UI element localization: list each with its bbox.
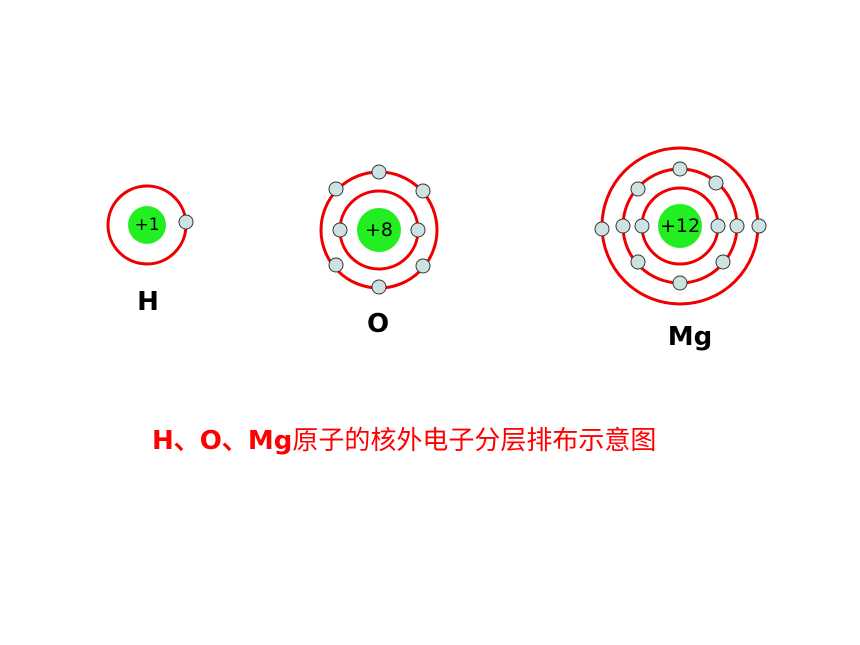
- electron: [410, 222, 426, 238]
- electron: [615, 218, 631, 234]
- atom-label-mg: Mg: [667, 322, 713, 352]
- electron: [672, 275, 688, 291]
- electron: [178, 214, 194, 230]
- electron: [710, 218, 726, 234]
- electron: [371, 164, 387, 180]
- nucleus-mg: [658, 204, 702, 248]
- diagram-caption: H、O、Mg原子的核外电子分层排布示意图: [152, 420, 656, 457]
- nuclear-charge-mg: +12: [660, 215, 700, 237]
- electron: [634, 218, 650, 234]
- atom-label-o: O: [366, 309, 390, 339]
- nuclear-charge-o: +8: [365, 219, 393, 241]
- atom-label-h: H: [137, 287, 159, 317]
- electron: [708, 175, 724, 191]
- electron: [415, 258, 431, 274]
- electron: [751, 218, 767, 234]
- atom-h: +1: [106, 184, 194, 266]
- atom-o: +8: [319, 164, 439, 295]
- nucleus-h: [128, 206, 166, 244]
- electron: [328, 257, 344, 273]
- electron: [672, 161, 688, 177]
- electron: [630, 254, 646, 270]
- electron: [630, 181, 646, 197]
- atom-mg: +12: [594, 146, 767, 306]
- caption-description: 原子的核外电子分层排布示意图: [292, 426, 657, 456]
- electron: [371, 279, 387, 295]
- electron: [594, 221, 610, 237]
- electron: [729, 218, 745, 234]
- electron: [328, 181, 344, 197]
- nuclear-charge-h: +1: [134, 215, 159, 235]
- electron: [715, 254, 731, 270]
- electron: [415, 183, 431, 199]
- caption-elements: H、O、Mg: [152, 426, 293, 456]
- nucleus-o: [357, 208, 401, 252]
- electron: [332, 222, 348, 238]
